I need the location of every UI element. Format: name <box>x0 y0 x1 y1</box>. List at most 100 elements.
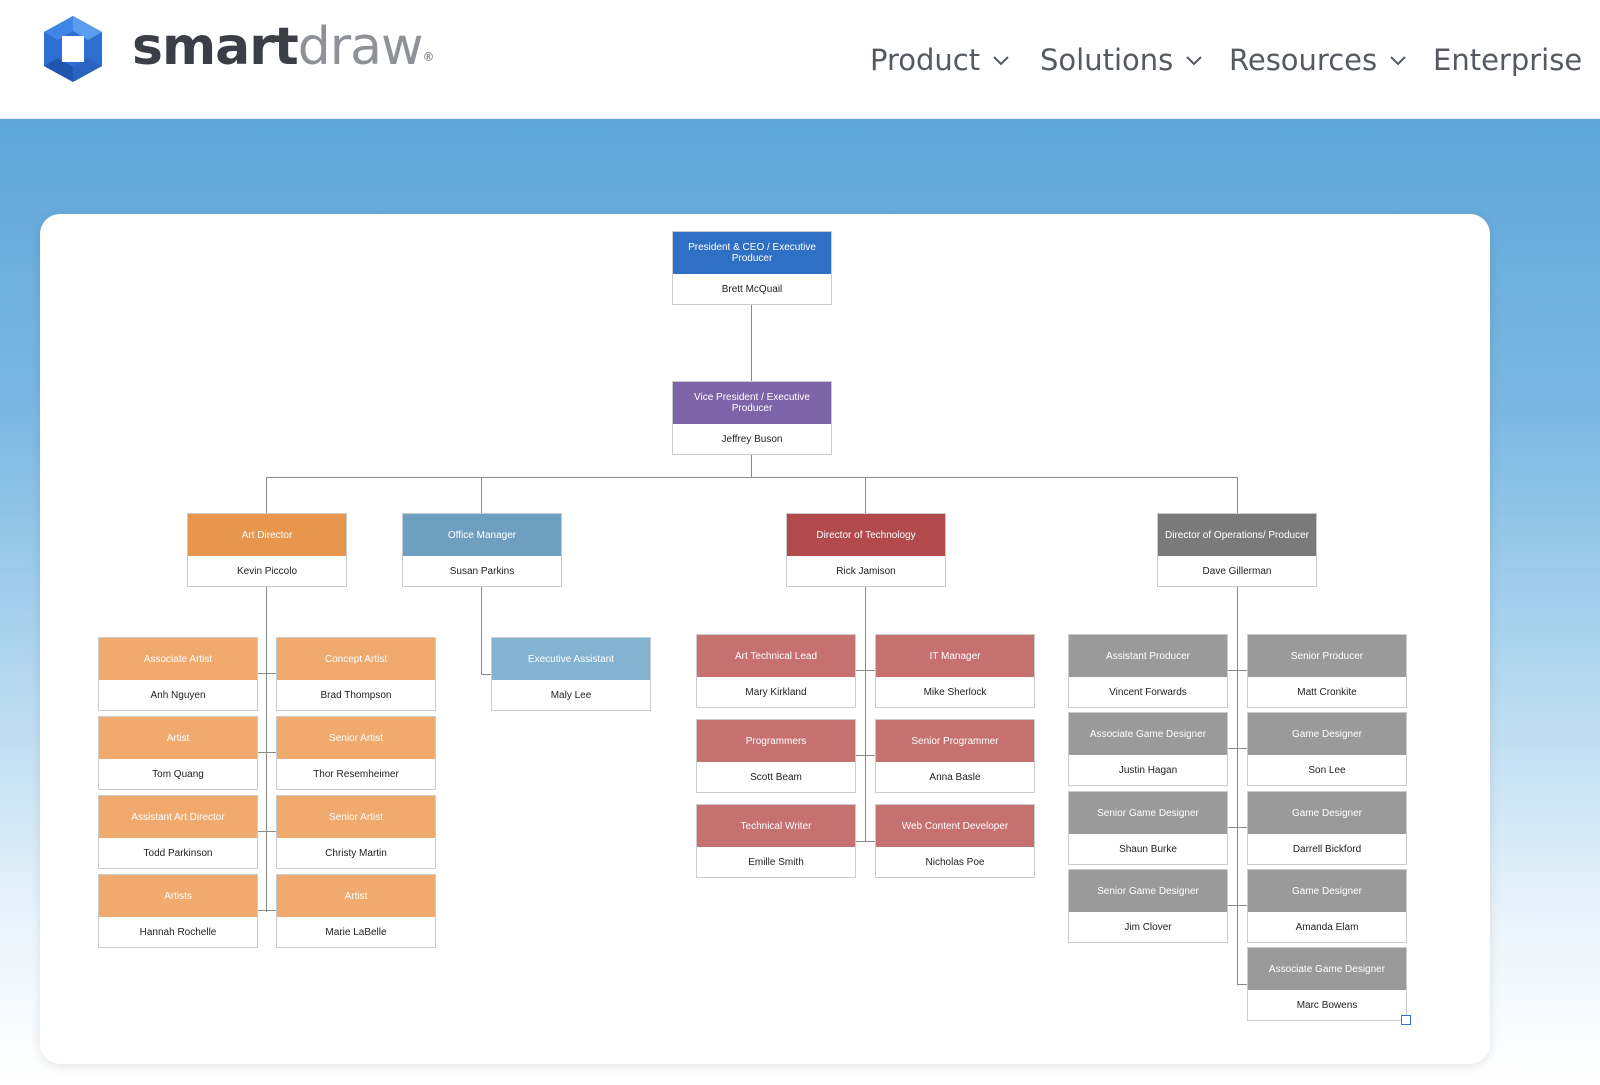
node-name: Amanda Elam <box>1295 921 1359 933</box>
node-name: Dave Gillerman <box>1202 565 1272 577</box>
chevron-down-icon <box>1186 56 1202 66</box>
art-branch-line <box>256 910 276 911</box>
node-title: Senior Game Designer <box>1069 792 1227 834</box>
nav-solutions[interactable]: Solutions <box>1040 38 1205 82</box>
node-name: Rick Jamison <box>836 565 896 577</box>
tech-spine-line <box>865 584 866 841</box>
ops-branch-line <box>1227 670 1247 671</box>
site-header: smartdraw® Product Solutions Resources E… <box>0 0 1600 119</box>
node-name: Susan Parkins <box>449 565 515 577</box>
nav-product[interactable]: Product <box>870 38 1012 82</box>
ops-branch-line <box>1227 827 1247 828</box>
nav-resources[interactable]: Resources <box>1229 38 1409 82</box>
node-name: Mike Sherlock <box>923 686 987 698</box>
ceo-vp-line <box>751 305 752 382</box>
node-title: Senior Artist <box>277 796 435 838</box>
nav-enterprise-label: Enterprise <box>1433 43 1583 77</box>
node-name: Todd Parkinson <box>143 847 213 859</box>
node-name: Marie LaBelle <box>325 926 387 938</box>
brand-wordmark[interactable]: smartdraw® <box>132 17 435 77</box>
node-title: Associate Game Designer <box>1248 948 1406 990</box>
node-title: Artist <box>99 717 257 759</box>
node-name: Justin Hagan <box>1118 764 1178 776</box>
node-name: Scott Beam <box>750 771 802 783</box>
node-title: Art Technical Lead <box>697 635 855 677</box>
node-name: Tom Quang <box>152 768 204 780</box>
node-name: Kevin Piccolo <box>236 565 298 577</box>
dir-ops-drop-line <box>1237 477 1238 513</box>
nav-product-label: Product <box>870 43 981 77</box>
node-name: Anh Nguyen <box>150 689 206 701</box>
node-title: Artists <box>99 875 257 917</box>
art-branch-line <box>256 673 276 674</box>
brand-part1: smart <box>132 17 299 77</box>
chevron-down-icon <box>993 56 1009 66</box>
node-title: Game Designer <box>1248 792 1406 834</box>
node-name: Son Lee <box>1308 764 1346 776</box>
node-name: Anna Basle <box>929 771 981 783</box>
node-title: Senior Programmer <box>876 720 1034 762</box>
tech-branch-line <box>855 841 875 842</box>
node-title: Technical Writer <box>697 805 855 847</box>
dir-tech-drop-line <box>865 477 866 513</box>
node-name: Matt Cronkite <box>1297 686 1357 698</box>
office-manager-drop-line <box>481 477 482 513</box>
node-name: Brad Thompson <box>320 689 392 701</box>
node-title: Web Content Developer <box>876 805 1034 847</box>
ops-branch-line <box>1237 984 1247 985</box>
art-branch-line <box>256 831 276 832</box>
node-name: Christy Martin <box>325 847 387 859</box>
nav-resources-label: Resources <box>1229 43 1378 77</box>
directors-bus-line <box>266 477 1237 478</box>
node-name: Vincent Forwards <box>1109 686 1187 698</box>
node-title: Senior Game Designer <box>1069 870 1227 912</box>
nav-enterprise[interactable]: Enterprise <box>1433 38 1582 82</box>
node-title: Game Designer <box>1248 713 1406 755</box>
node-title: Concept Artist <box>277 638 435 680</box>
node-name: Brett McQuail <box>721 283 783 295</box>
art-branch-line <box>256 752 276 753</box>
node-title: Assistant Art Director <box>99 796 257 838</box>
node-name: Darrell Bickford <box>1292 843 1362 855</box>
brand-part2: draw <box>297 17 424 77</box>
smartdraw-logo-icon[interactable] <box>38 14 108 84</box>
tech-branch-line <box>855 670 875 671</box>
node-title: IT Manager <box>876 635 1034 677</box>
tech-branch-line <box>855 755 875 756</box>
node-name: Emille Smith <box>748 856 804 868</box>
node-title: Game Designer <box>1248 870 1406 912</box>
nav-solutions-label: Solutions <box>1040 43 1174 77</box>
resize-handle[interactable] <box>1401 1015 1411 1025</box>
node-name: Maly Lee <box>550 689 592 701</box>
